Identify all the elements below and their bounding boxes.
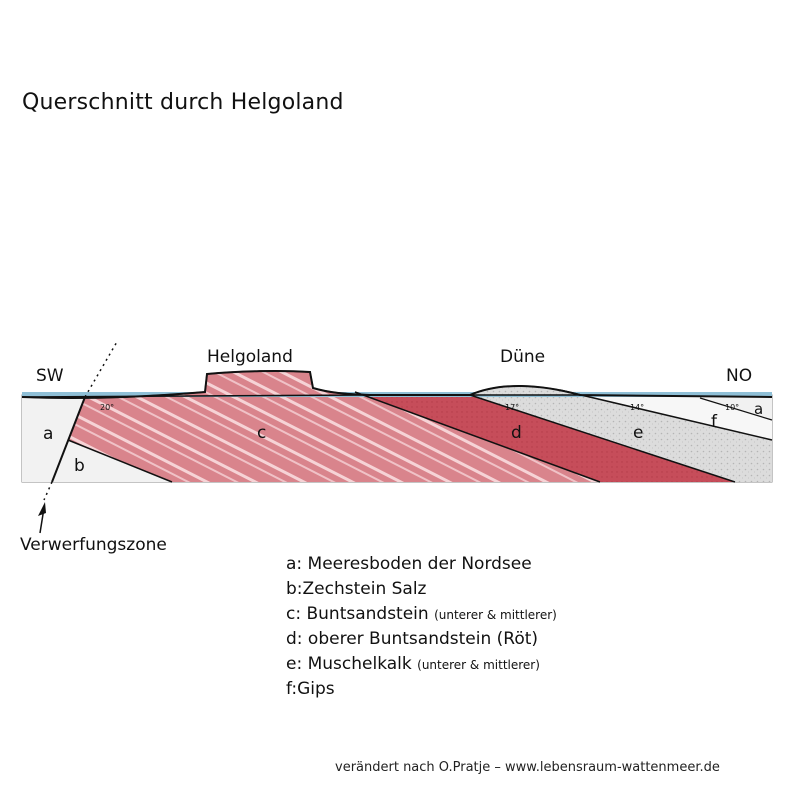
legend-item-e: e: Muschelkalk (unterer & mittlerer): [286, 654, 540, 674]
label-helgoland: Helgoland: [207, 347, 293, 367]
fault-arrow-head: [38, 502, 46, 516]
label-duene: Düne: [500, 347, 545, 367]
layer-d-roet: [355, 392, 735, 482]
seafloor-surface-line: [21, 369, 773, 399]
credit-line: verändert nach O.Pratje – www.lebensraum…: [335, 760, 720, 775]
layer-b-zechstein: [52, 440, 172, 482]
layer-letter-c: c: [257, 423, 266, 443]
layer-letter-e: e: [633, 423, 643, 443]
figure-title: Querschnitt durch Helgoland: [22, 90, 344, 115]
layer-letter-b: b: [74, 456, 85, 476]
label-no: NO: [726, 366, 752, 386]
layer-letter-d: d: [511, 423, 522, 443]
boundary-e-f: [559, 389, 773, 441]
boundary-b-c: [67, 439, 173, 483]
legend-item-b: b:Zechstein Salz: [286, 579, 427, 599]
label-sw: SW: [36, 366, 64, 386]
layer-e-muschelkalk: [470, 390, 772, 482]
legend-item-a: a: Meeresboden der Nordsee: [286, 554, 532, 574]
layer-letter-a-right: a: [754, 400, 763, 418]
legend-item-d: d: oberer Buntsandstein (Röt): [286, 629, 539, 649]
layer-a-left: [22, 397, 85, 482]
legend-item-f: f:Gips: [286, 679, 335, 699]
fault-extension-down: [43, 481, 53, 501]
fault-extension-up: [84, 339, 119, 398]
angle-d: 17°: [505, 403, 519, 412]
boundary-c-d: [354, 391, 601, 483]
fault-line: [51, 396, 86, 483]
boundary-f-a: [699, 397, 773, 421]
layer-letter-f: f: [711, 412, 718, 432]
angle-e: 14°: [630, 403, 644, 412]
boundary-d-e: [469, 394, 736, 483]
angle-left: 20°: [100, 403, 114, 412]
angle-right: 10°: [725, 403, 739, 412]
label-fault-zone: Verwerfungszone: [20, 535, 167, 555]
layer-letter-a-left: a: [43, 424, 53, 444]
layer-c-buntsandstein: [68, 392, 600, 482]
legend-item-c: c: Buntsandstein (unterer & mittlerer): [286, 604, 557, 624]
